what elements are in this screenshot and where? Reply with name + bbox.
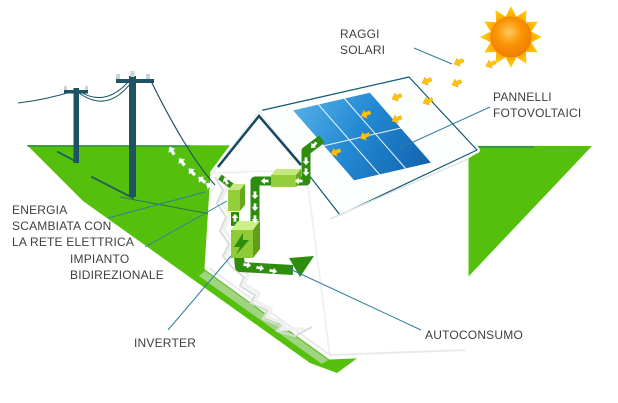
- front-gable: [212, 110, 307, 174]
- label-line: AUTOCONSUMO: [425, 328, 523, 342]
- power-lines: [17, 71, 154, 197]
- house-bottom-lines: [208, 267, 466, 357]
- label-line: SOLARI: [340, 43, 386, 57]
- label-line: INVERTER: [134, 336, 197, 350]
- sun-core: [490, 16, 532, 58]
- sun-icon: [480, 6, 542, 68]
- house: [199, 74, 480, 364]
- label-line: LA RETE ELETTRICA: [12, 235, 135, 249]
- eave-shadow-line: [329, 158, 469, 220]
- lightning-bolt-icon: [234, 233, 249, 255]
- wire-between-poles-2: [78, 83, 131, 102]
- grid-connection: [150, 80, 217, 193]
- label-line: PANNELLI: [493, 90, 552, 104]
- leader-pannelli: [399, 106, 491, 149]
- wall-tear-soft: [217, 174, 305, 331]
- inverter-box: [231, 221, 260, 258]
- leader-impianto: [144, 200, 228, 248]
- label-pannelli-fotovoltaici: PANNELLI FOTOVOLTAICI: [493, 89, 581, 121]
- label-line: BIDIREZIONALE: [70, 268, 164, 282]
- power-pole-small: [64, 86, 88, 163]
- label-line: SCAMBIATA CON: [12, 219, 112, 233]
- bidirectional-meter-box: [228, 184, 245, 211]
- label-autoconsumo: AUTOCONSUMO: [425, 327, 523, 343]
- wall-tear-edge: [214, 176, 313, 338]
- label-line: RAGGI: [340, 27, 380, 41]
- power-pole-large: [116, 71, 154, 197]
- leader-energia: [107, 191, 206, 219]
- meter-box: [271, 169, 301, 187]
- label-inverter: INVERTER: [134, 335, 196, 351]
- wall-corner-line: [305, 169, 331, 358]
- label-line: ENERGIA: [12, 203, 68, 217]
- autoconsumo-arrowhead: [289, 256, 314, 277]
- leader-raggi-solari: [413, 47, 453, 65]
- floor-duct: [234, 256, 294, 275]
- label-energia-scambiata: ENERGIA SCAMBIATA CON LA RETE ELETTRICA: [12, 202, 134, 250]
- leader-autoconsumo: [289, 268, 422, 331]
- leader-lines: [107, 47, 491, 331]
- label-impianto-bidirezionale: IMPIANTO BIDIREZIONALE: [70, 251, 164, 283]
- label-line: FOTOVOLTAICI: [493, 106, 582, 120]
- gable-roof-underside: [217, 114, 302, 168]
- wire-to-house: [150, 80, 216, 186]
- label-line: IMPIANTO: [70, 252, 130, 266]
- label-raggi-solari: RAGGI SOLARI: [340, 26, 385, 58]
- energy-flow: [218, 135, 325, 277]
- wire-shadow: [119, 196, 211, 215]
- pole-shadow-large: [91, 176, 134, 199]
- leader-inverter: [167, 255, 232, 331]
